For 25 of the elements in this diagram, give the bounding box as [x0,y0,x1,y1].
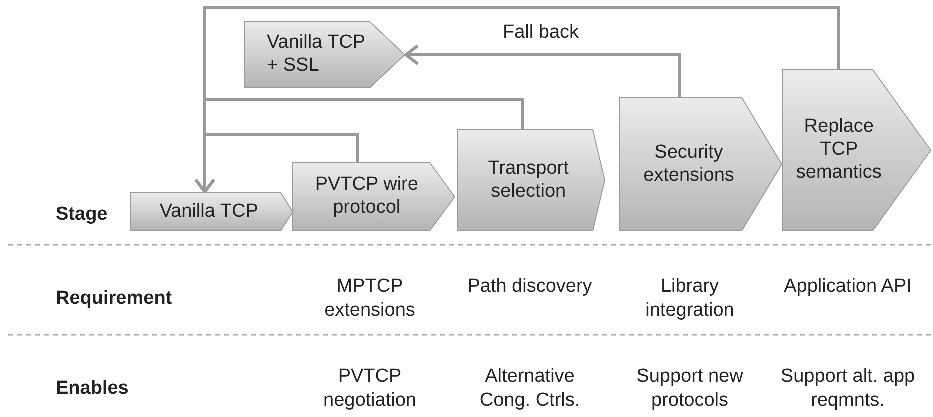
table-text: Alternative Cong. Ctrls. [478,365,582,412]
stage-label: Vanilla TCP [158,200,260,224]
row-heading: Enables [56,377,129,401]
row-heading: Requirement [56,287,172,311]
table-text: Library integration [644,275,736,322]
arrow [194,134,360,194]
stage-label: Vanilla TCP + SSL [266,31,366,78]
chevron-box [783,70,931,231]
stage-label: Transport selection [487,156,570,204]
table-text: Support new protocols [636,365,744,412]
stage-label: PVTCP wire protocol [314,173,420,220]
chevron-box [131,193,293,231]
stage-label: Security extensions [642,140,736,188]
table-text: Support alt. app reqmnts. [780,365,916,412]
arrow [404,44,682,98]
table-text: Path discovery [466,275,594,299]
table-text: MPTCP extensions [324,275,416,322]
chevron-box [293,163,455,231]
chevron-box [245,22,405,88]
row-heading: Stage [56,203,108,227]
stage-label: Replace TCP semantics [795,115,883,185]
table-text: Application API [783,275,913,299]
chevron-box [458,130,605,231]
table-text: PVTCP negotiation [322,365,418,412]
chevron-box [620,98,782,231]
